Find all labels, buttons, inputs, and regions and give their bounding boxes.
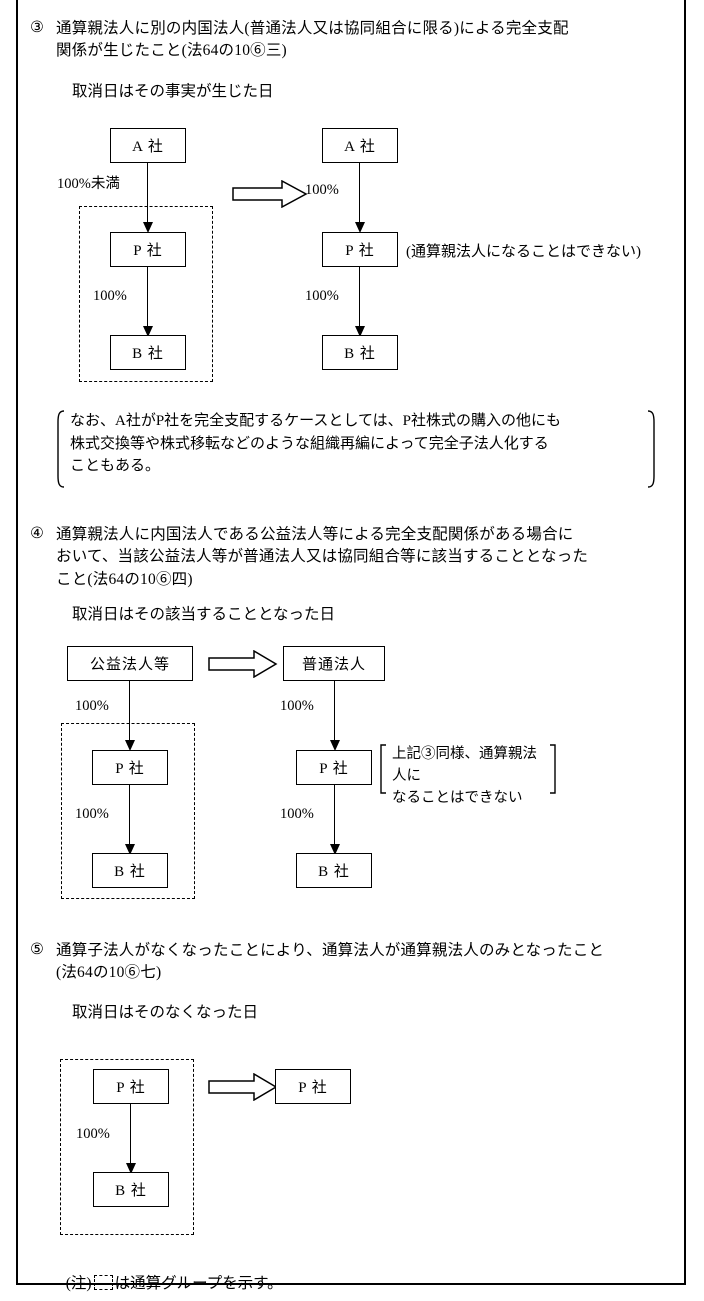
page-border <box>16 0 686 1285</box>
entity-box-b-5-left: B 社 <box>93 1172 169 1207</box>
note-block-3: なお、A社がP社を完全支配するケースとしては、P社株式の購入の他にも 株式交換等… <box>56 410 656 488</box>
footnote: (注) は通算グループを示す。 <box>58 1253 283 1293</box>
entity-box-p-5-right: P 社 <box>275 1069 351 1104</box>
ownership-label-4-right-2: 100% <box>280 806 314 822</box>
ownership-arrowhead-5-left-1 <box>126 1163 136 1174</box>
tax-group-box-5-left <box>60 1059 194 1235</box>
ownership-label-3-right-2: 100% <box>305 288 339 304</box>
ownership-label-3-left-2: 100% <box>93 288 127 304</box>
ownership-arrowhead-4-right-1 <box>330 740 340 751</box>
ownership-line-3-right-1 <box>359 163 360 225</box>
ownership-line-4-right-1 <box>334 681 335 743</box>
annotation-3-right: (通算親法人になることはできない) <box>406 244 641 260</box>
ownership-label-5-left-1: 100% <box>76 1126 110 1142</box>
footnote-suffix: は通算グループを示す。 <box>114 1275 283 1292</box>
entity-box-futsu-4-right: 普通法人 <box>283 646 385 681</box>
section-subnote-3: 取消日はその事実が生じた日 <box>72 83 274 100</box>
note-text-3: なお、A社がP社を完全支配するケースとしては、P社株式の購入の他にも 株式交換等… <box>70 413 562 474</box>
ownership-line-4-left-1 <box>129 681 130 743</box>
entity-box-b-3-right: B 社 <box>322 335 398 370</box>
ownership-line-5-left-1 <box>130 1104 131 1166</box>
ownership-label-4-right-1: 100% <box>280 698 314 714</box>
entity-box-p-3-right: P 社 <box>322 232 398 267</box>
entity-box-p-3-left: P 社 <box>110 232 186 267</box>
entity-box-p-4-right: P 社 <box>296 750 372 785</box>
ownership-arrowhead-3-right-2 <box>355 326 365 337</box>
ownership-line-3-left-2 <box>147 267 148 329</box>
ownership-arrowhead-3-left-2 <box>143 326 153 337</box>
entity-box-a-3-left: A 社 <box>110 128 186 163</box>
entity-box-p-5-left: P 社 <box>93 1069 169 1104</box>
ownership-arrowhead-4-right-2 <box>330 844 340 855</box>
group-box-glyph-icon <box>93 1275 113 1290</box>
note-bracket-right-3 <box>647 410 656 488</box>
entity-box-a-3-right: A 社 <box>322 128 398 163</box>
section-marker-4: ④ <box>30 525 44 542</box>
ownership-arrowhead-4-left-1 <box>125 740 135 751</box>
transition-arrow-5 <box>208 1072 278 1106</box>
section-subnote-5: 取消日はそのなくなった日 <box>72 1004 259 1021</box>
entity-box-b-4-right: B 社 <box>296 853 372 888</box>
ownership-arrowhead-4-left-2 <box>125 844 135 855</box>
section-heading-4: 通算親法人に内国法人である公益法人等による完全支配関係がある場合に おいて、当該… <box>56 526 589 588</box>
ownership-arrowhead-3-left-1 <box>143 222 153 233</box>
entity-box-koeki-4-left: 公益法人等 <box>67 646 193 681</box>
section-subnote-4: 取消日はその該当することとなった日 <box>72 606 336 623</box>
ownership-line-4-right-2 <box>334 785 335 847</box>
tax-group-box-4-left <box>61 723 195 899</box>
ownership-label-3-right-1: 100% <box>305 182 339 198</box>
entity-box-b-4-left: B 社 <box>92 853 168 888</box>
entity-box-b-3-left: B 社 <box>110 335 186 370</box>
annotation-block-4-right: 上記③同様、通算親法人に なることはできない <box>378 744 558 806</box>
section-heading-3: 通算親法人に別の内国法人(普通法人又は協同組合に限る)による完全支配 関係が生じ… <box>56 20 569 60</box>
annotation-text-4: 上記③同様、通算親法人に なることはできない <box>392 746 537 806</box>
section-marker-5: ⑤ <box>30 941 44 958</box>
ownership-label-4-left-1: 100% <box>75 698 109 714</box>
annotation-bracket-right-4 <box>549 744 558 794</box>
ownership-label-4-left-2: 100% <box>75 806 109 822</box>
transition-arrow-3 <box>232 179 308 213</box>
section-marker-3: ③ <box>30 19 44 36</box>
ownership-line-3-right-2 <box>359 267 360 329</box>
section-heading-5: 通算子法人がなくなったことにより、通算法人が通算親法人のみとなったこと (法64… <box>56 942 605 982</box>
transition-arrow-4 <box>208 649 278 683</box>
ownership-label-3-left-1: 100%未満 <box>57 176 120 192</box>
annotation-bracket-left-4 <box>378 744 387 794</box>
ownership-arrowhead-3-right-1 <box>355 222 365 233</box>
ownership-line-3-left-1 <box>147 163 148 225</box>
note-bracket-left-3 <box>56 410 65 488</box>
ownership-line-4-left-2 <box>129 785 130 847</box>
tax-group-box-3-left <box>79 206 213 382</box>
entity-box-p-4-left: P 社 <box>92 750 168 785</box>
footnote-prefix: (注) <box>65 1275 92 1292</box>
